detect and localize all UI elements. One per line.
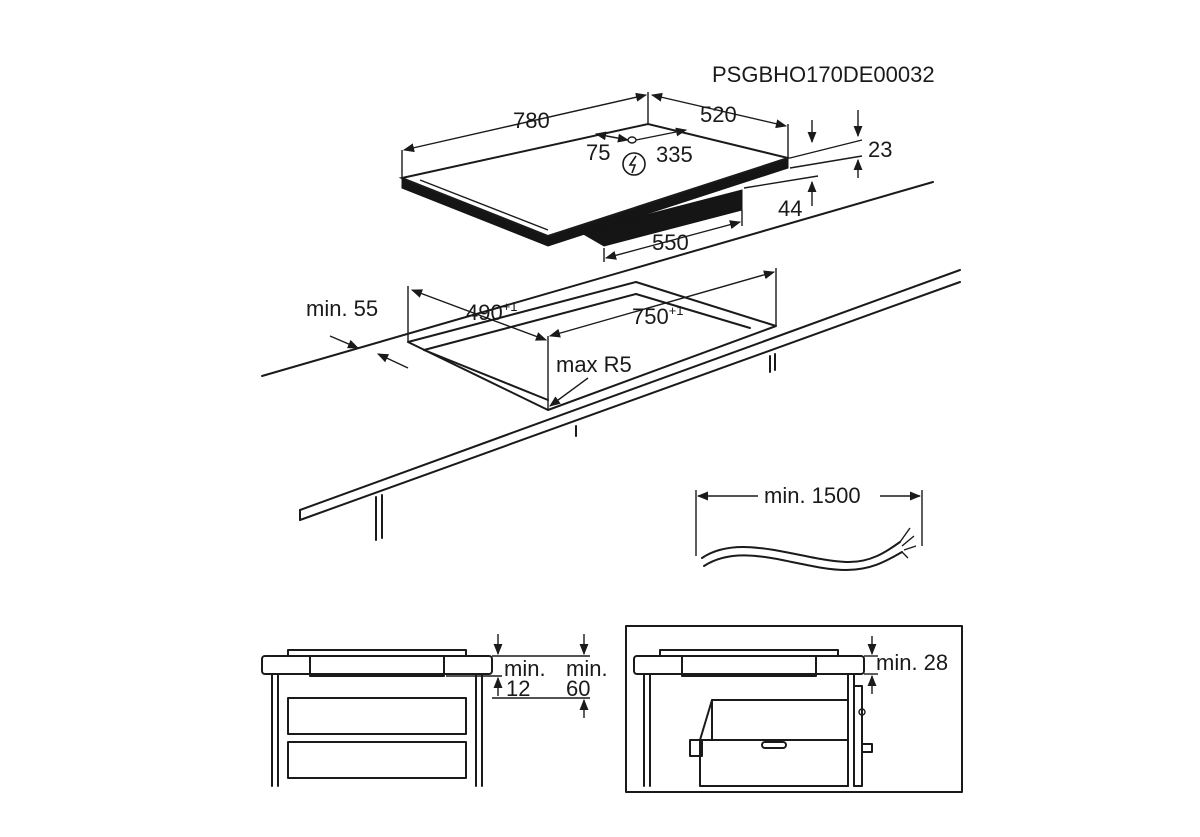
electric-connection-icon bbox=[622, 152, 646, 176]
cutout-width-value: 750 bbox=[632, 304, 669, 329]
drawer-min2-label: min. bbox=[566, 656, 608, 681]
connection-distance-label: 335 bbox=[656, 142, 693, 167]
hob-thickness-label: 23 bbox=[868, 137, 892, 162]
worktop-cutout bbox=[407, 281, 777, 411]
cutout-dimensions bbox=[329, 268, 777, 410]
cable-length-label: min. 1500 bbox=[764, 483, 861, 508]
cutout-depth-label: 490+1 bbox=[466, 299, 518, 325]
connection-offset-label: 75 bbox=[586, 140, 610, 165]
hob-dimensions bbox=[401, 92, 863, 262]
drawer-min1-label: min. bbox=[504, 656, 546, 681]
drawer-min1-value: 12 bbox=[506, 676, 530, 701]
cutout-width-tolerance: +1 bbox=[669, 303, 684, 318]
drawer-min2-value: 60 bbox=[566, 676, 590, 701]
install-oven-diagram bbox=[625, 625, 963, 793]
power-cable bbox=[695, 490, 923, 571]
hob-width-label: 780 bbox=[513, 108, 550, 133]
hob-depth-label: 520 bbox=[700, 102, 737, 127]
install-drawer-diagram bbox=[261, 634, 590, 787]
cutout-depth-tolerance: +1 bbox=[503, 299, 518, 314]
oven-clearance-label: min. 28 bbox=[876, 650, 948, 675]
cutout-width-label: 750+1 bbox=[632, 303, 684, 329]
drawing-code: PSGBHO170DE00032 bbox=[712, 62, 935, 87]
corner-radius-label: max R5 bbox=[556, 352, 632, 377]
cutout-depth-value: 490 bbox=[466, 300, 503, 325]
cutout-edge-label: min. 55 bbox=[306, 296, 378, 321]
hob-height-label: 44 bbox=[778, 196, 802, 221]
hob-underside-depth-label: 550 bbox=[652, 230, 689, 255]
